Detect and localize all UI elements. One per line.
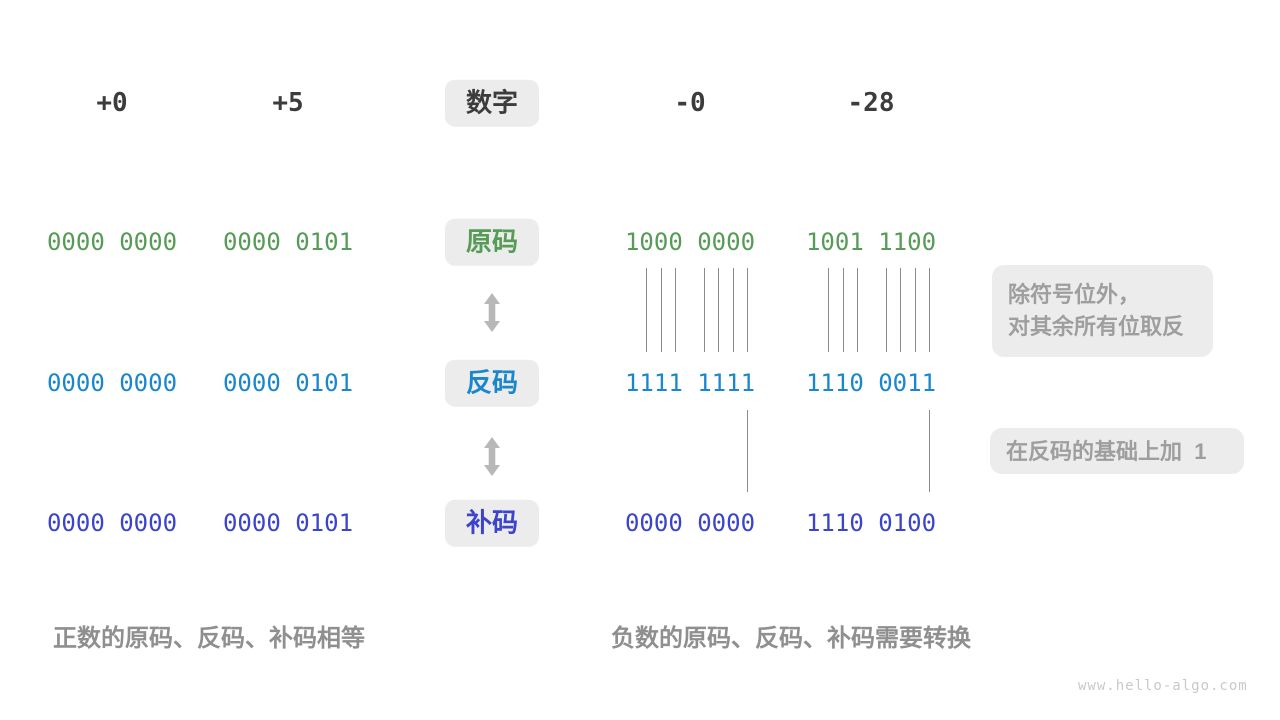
ones-complement-value-neg28: 1110 0011 <box>805 369 937 397</box>
number-badge: 数字 <box>444 79 540 127</box>
bit-flip-tick <box>885 268 887 352</box>
sign-magnitude-value-plus5: 0000 0101 <box>222 228 354 256</box>
bit-flip-tick <box>660 268 662 352</box>
bit-flip-tick <box>646 268 648 352</box>
bit-flip-tick <box>914 268 916 352</box>
add-one-annotation: 在反码的基础上加 1 <box>990 428 1244 474</box>
add-one-line-neg0 <box>747 410 748 492</box>
flip-bits-annotation-line2: 对其余所有位取反 <box>1008 314 1185 339</box>
positive-numbers-caption: 正数的原码、反码、补码相等 <box>53 625 365 652</box>
ones-complement-badge: 反码 <box>444 359 540 407</box>
bit-flip-lines-neg0 <box>625 268 755 352</box>
twos-complement-value-neg28: 1110 0100 <box>805 509 937 537</box>
bit-flip-lines-neg28 <box>807 268 937 352</box>
twos-complement-value-plus5: 0000 0101 <box>222 509 354 537</box>
bit-flip-tick <box>746 268 748 352</box>
updown-arrow-icon <box>484 293 500 332</box>
bit-flip-tick <box>928 268 930 352</box>
bit-flip-tick <box>856 268 858 352</box>
flip-bits-annotation: 除符号位外， 对其余所有位取反 <box>992 265 1213 357</box>
bit-flip-tick <box>842 268 844 352</box>
sign-magnitude-value-neg0: 1000 0000 <box>624 228 756 256</box>
twos-complement-value-plus0: 0000 0000 <box>46 509 178 537</box>
twos-complement-badge: 补码 <box>444 499 540 547</box>
ones-complement-value-plus0: 0000 0000 <box>46 369 178 397</box>
updown-arrow-icon <box>484 437 500 476</box>
sign-magnitude-value-plus0: 0000 0000 <box>46 228 178 256</box>
twos-complement-value-neg0: 0000 0000 <box>624 509 756 537</box>
add-one-line-neg28 <box>929 410 930 492</box>
sign-magnitude-badge: 原码 <box>444 218 540 266</box>
bit-flip-tick <box>828 268 830 352</box>
bit-flip-tick <box>718 268 720 352</box>
flip-bits-annotation-line1: 除符号位外， <box>1008 282 1141 307</box>
watermark-url: www.hello-algo.com <box>1078 678 1248 694</box>
bit-flip-tick <box>732 268 734 352</box>
negative-numbers-caption: 负数的原码、反码、补码需要转换 <box>611 625 971 652</box>
header-value-neg0: -0 <box>674 88 706 118</box>
header-value-neg28: -28 <box>847 88 895 118</box>
ones-complement-value-neg0: 1111 1111 <box>624 369 756 397</box>
ones-complement-value-plus5: 0000 0101 <box>222 369 354 397</box>
header-value-plus0: +0 <box>96 88 128 118</box>
sign-magnitude-value-neg28: 1001 1100 <box>805 228 937 256</box>
bit-flip-tick <box>900 268 902 352</box>
bit-flip-tick <box>703 268 705 352</box>
bit-flip-tick <box>674 268 676 352</box>
header-value-plus5: +5 <box>272 88 304 118</box>
